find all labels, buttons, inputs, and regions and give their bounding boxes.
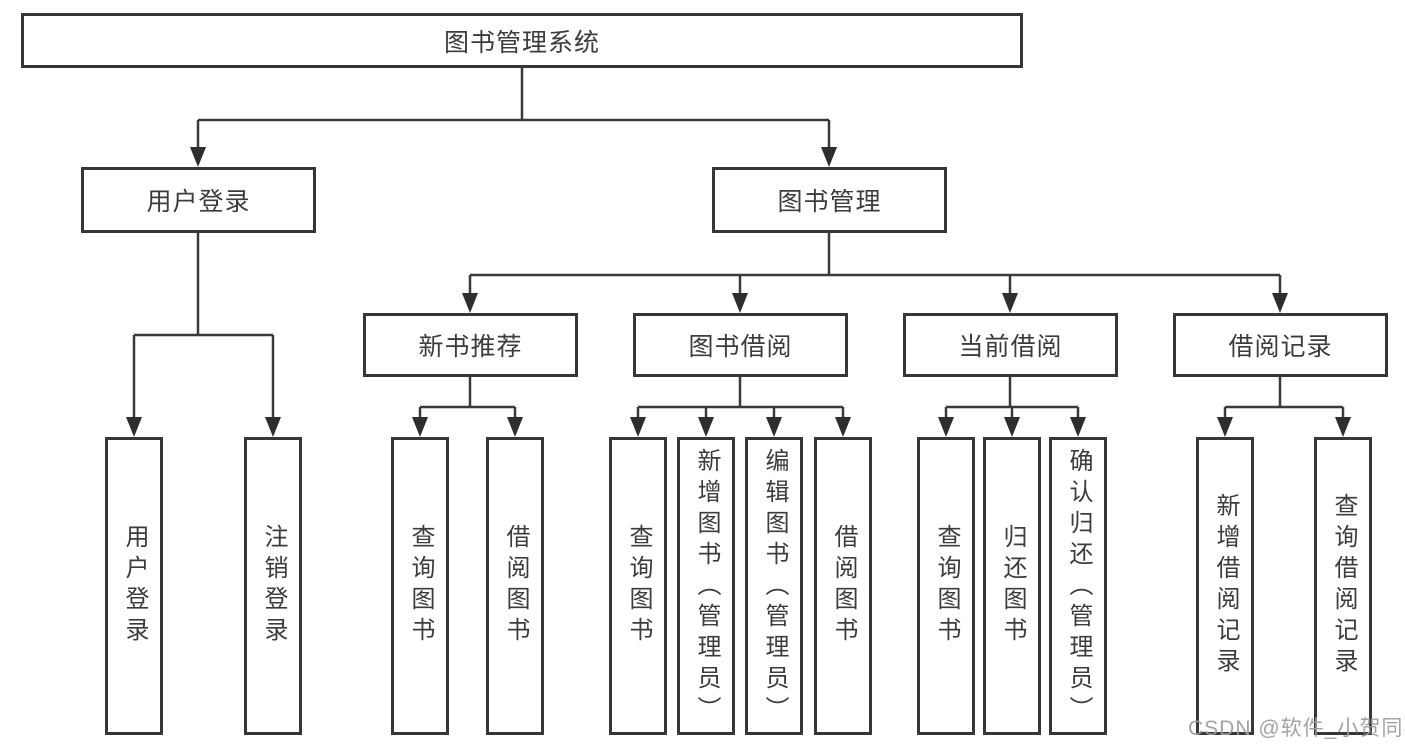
- node-book-management: 图书管理: [712, 167, 947, 233]
- leaf-confirm-return-admin: 确认归还（管理员）: [1049, 437, 1107, 735]
- leaf-add-borrow-record: 新增借阅记录: [1196, 437, 1254, 735]
- leaf-query-books-borrowing: 查询图书: [609, 437, 667, 735]
- leaf-logout: 注销登录: [244, 437, 302, 735]
- leaf-query-borrow-record: 查询借阅记录: [1314, 437, 1372, 735]
- node-borrow-records: 借阅记录: [1173, 313, 1388, 377]
- arrowhead-icons: [126, 147, 1351, 437]
- node-book-borrowing: 图书借阅: [633, 313, 848, 377]
- node-current-borrowing: 当前借阅: [903, 313, 1118, 377]
- node-library-system: 图书管理系统: [21, 13, 1023, 68]
- leaf-query-books-current: 查询图书: [917, 437, 975, 735]
- leaf-edit-books-admin: 编辑图书（管理员）: [745, 437, 803, 735]
- leaf-borrow-books-borrowing: 借阅图书: [814, 437, 872, 735]
- node-new-book-recommend: 新书推荐: [363, 313, 578, 377]
- leaf-borrow-books-recommend: 借阅图书: [486, 437, 544, 735]
- leaf-add-books-admin: 新增图书（管理员）: [677, 437, 735, 735]
- leaf-user-login: 用户登录: [105, 437, 163, 735]
- leaf-query-books-recommend: 查询图书: [391, 437, 449, 735]
- node-user-login: 用户登录: [81, 167, 316, 233]
- leaf-return-books: 归还图书: [983, 437, 1041, 735]
- watermark-text: CSDN @软件_小贺同学: [1188, 717, 1405, 740]
